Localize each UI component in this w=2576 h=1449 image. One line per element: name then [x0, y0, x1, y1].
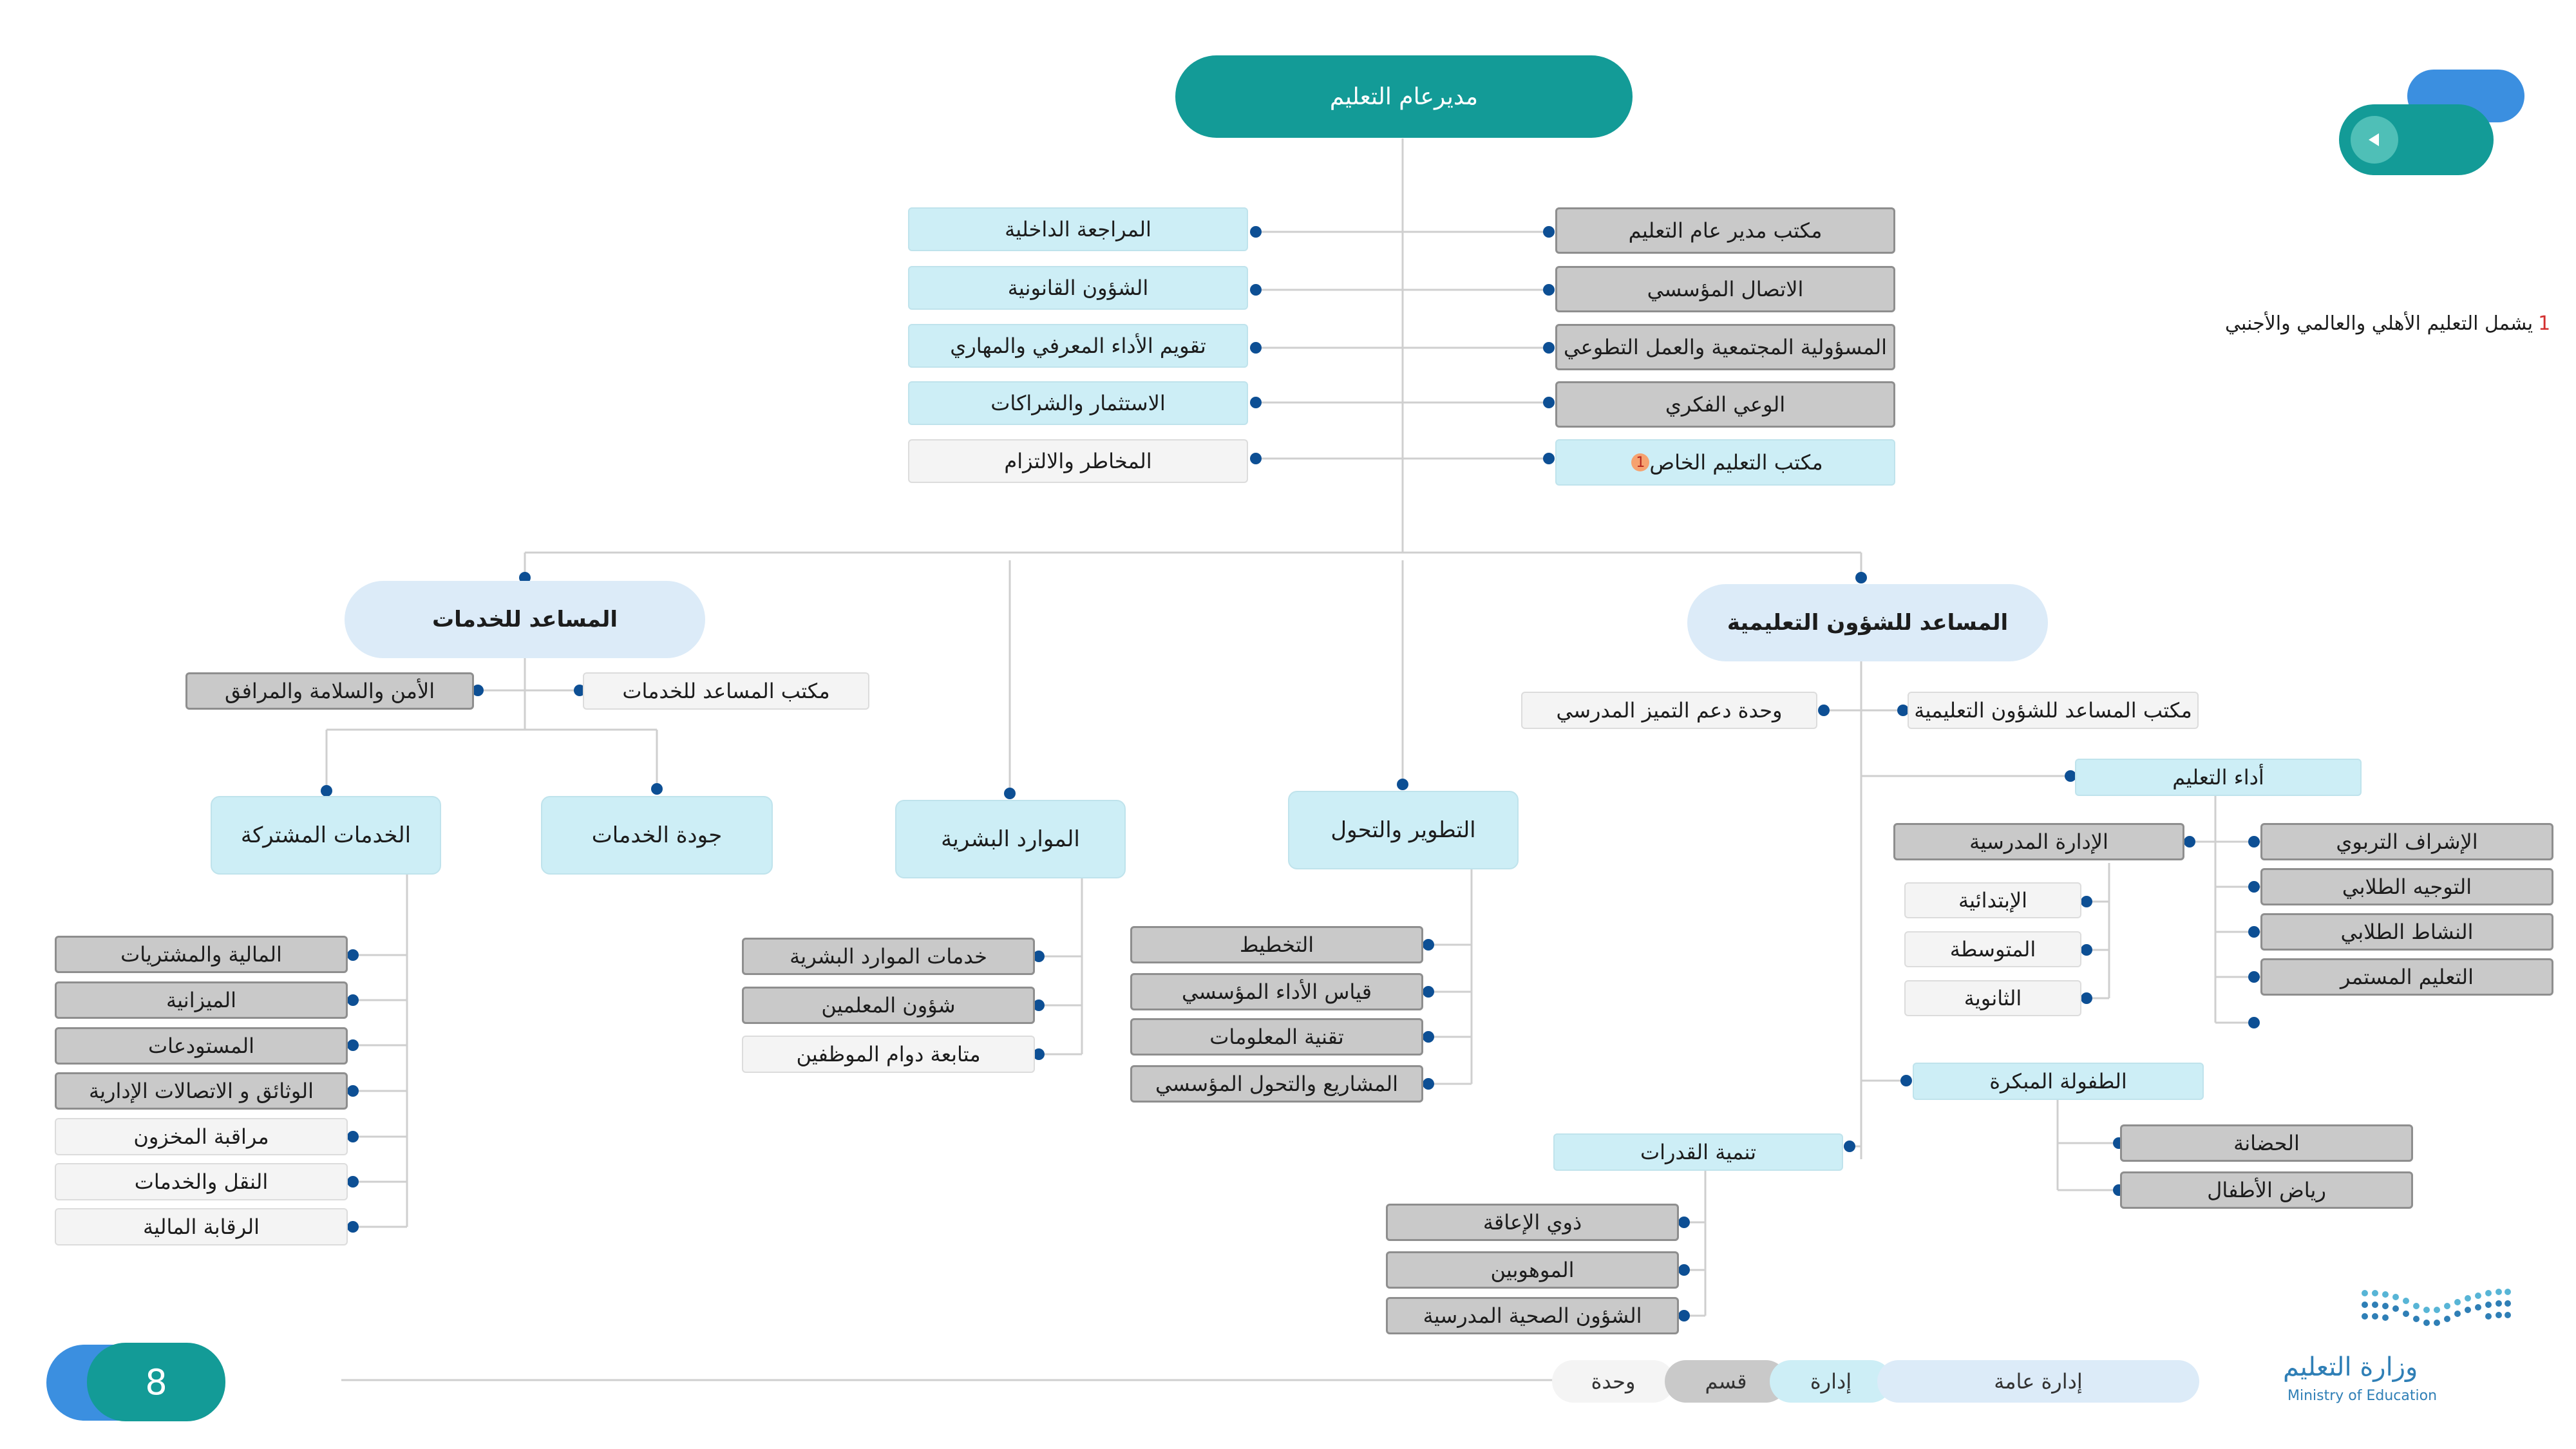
footnote-number: 1 — [2538, 312, 2551, 335]
page-number: 8 — [87, 1343, 225, 1421]
teachers-affairs-node[interactable]: شؤون المعلمين — [742, 987, 1035, 1024]
excellence-support-unit-node[interactable]: وحدة دعم التميز المدرسي — [1521, 692, 1817, 729]
school-health-node[interactable]: الشؤون الصحية المدرسية — [1386, 1297, 1679, 1334]
performance-evaluation-node[interactable]: تقويم الأداء المعرفي والمهاري — [908, 324, 1248, 368]
corporate-communication-node[interactable]: الاتصال المؤسسي — [1555, 266, 1895, 312]
continuing-education-node[interactable]: التعليم المستمر — [2260, 958, 2553, 996]
play-left-icon — [2369, 133, 2379, 146]
legend-department: إدارة — [1770, 1360, 1892, 1403]
back-button[interactable] — [2339, 104, 2494, 175]
financial-control-node[interactable]: الرقابة المالية — [55, 1208, 348, 1245]
inventory-control-node[interactable]: مراقبة المخزون — [55, 1118, 348, 1155]
educational-supervision-node[interactable]: الإشراف التربوي — [2260, 823, 2553, 860]
intellectual-awareness-node[interactable]: الوعي الفكري — [1555, 381, 1895, 428]
internal-audit-node[interactable]: المراجعة الداخلية — [908, 207, 1248, 251]
gifted-node[interactable]: الموهوبين — [1386, 1251, 1679, 1289]
school-administration-node[interactable]: الإدارة المدرسية — [1893, 823, 2184, 860]
development-transformation-node[interactable]: التطوير والتحول — [1288, 791, 1519, 869]
projects-transformation-node[interactable]: المشاريع والتحول المؤسسي — [1130, 1065, 1423, 1103]
attendance-followup-node[interactable]: متابعة دوام الموظفين — [742, 1036, 1035, 1073]
finance-procurement-node[interactable]: المالية والمشتريات — [55, 936, 348, 973]
education-performance-node[interactable]: أداء التعليم — [2075, 759, 2362, 796]
services-assistant-node[interactable]: المساعد للخدمات — [345, 581, 705, 658]
education-assistant-office-node[interactable]: مكتب المساعد للشؤون التعليمية — [1908, 692, 2199, 729]
nursery-node[interactable]: الحضانة — [2120, 1124, 2413, 1162]
private-education-label: مكتب التعليم الخاص — [1649, 450, 1823, 475]
shared-services-node[interactable]: الخدمات المشتركة — [211, 796, 441, 875]
footnote: 1يشمل التعليم الأهلي والعالمي والأجنبي — [2225, 312, 2550, 335]
student-guidance-node[interactable]: التوجيه الطلابي — [2260, 868, 2553, 905]
secondary-node[interactable]: الثانوية — [1904, 980, 2081, 1016]
service-quality-node[interactable]: جودة الخدمات — [541, 796, 773, 875]
budget-node[interactable]: الميزانية — [55, 981, 348, 1019]
capacity-building-node[interactable]: تنمية القدرات — [1553, 1133, 1843, 1171]
legal-affairs-node[interactable]: الشؤون القانونية — [908, 266, 1248, 310]
primary-node[interactable]: الإبتدائية — [1904, 882, 2081, 918]
general-director-node[interactable]: مديرعام التعليم — [1175, 55, 1633, 138]
student-activity-node[interactable]: النشاط الطلابي — [2260, 913, 2553, 951]
documents-communications-node[interactable]: الوثائق و الاتصالات الإدارية — [55, 1072, 348, 1110]
warehouses-node[interactable]: المستودعات — [55, 1027, 348, 1065]
planning-node[interactable]: التخطيط — [1130, 926, 1423, 963]
ministry-logo-icon — [2362, 1289, 2511, 1326]
services-assistant-office-node[interactable]: مكتب المساعد للخدمات — [583, 672, 869, 710]
risk-compliance-node[interactable]: المخاطر والالتزام — [908, 439, 1248, 483]
kindergarten-node[interactable]: رياض الأطفال — [2120, 1171, 2413, 1209]
legend-unit: وحدة — [1552, 1360, 1674, 1403]
information-technology-node[interactable]: تقنية المعلومات — [1130, 1018, 1423, 1056]
security-safety-node[interactable]: الأمن والسلامة والمرافق — [185, 672, 474, 710]
legend-section: قسم — [1665, 1360, 1787, 1403]
footnote-text: يشمل التعليم الأهلي والعالمي والأجنبي — [2225, 312, 2533, 335]
logo-english: Ministry of Education — [2287, 1388, 2438, 1404]
social-responsibility-node[interactable]: المسؤولية المجتمعية والعمل التطوعي — [1555, 324, 1895, 370]
footnote-badge: 1 — [1631, 453, 1650, 471]
disabilities-node[interactable]: ذوي الإعاقة — [1386, 1204, 1679, 1241]
hr-services-node[interactable]: خدمات الموارد البشرية — [742, 938, 1035, 975]
human-resources-node[interactable]: الموارد البشرية — [895, 800, 1126, 878]
director-office-node[interactable]: مكتب مدير عام التعليم — [1555, 207, 1895, 254]
investment-partnerships-node[interactable]: الاستثمار والشراكات — [908, 381, 1248, 425]
back-button-circle — [2351, 116, 2398, 164]
education-assistant-node[interactable]: المساعد للشؤون التعليمية — [1687, 584, 2048, 661]
performance-measurement-node[interactable]: قياس الأداء المؤسسي — [1130, 973, 1423, 1010]
transport-services-node[interactable]: النقل والخدمات — [55, 1163, 348, 1200]
logo-arabic: وزارة التعليم — [2283, 1352, 2418, 1382]
legend-general-department: إدارة عامة — [1877, 1360, 2199, 1403]
early-childhood-node[interactable]: الطفولة المبكرة — [1913, 1063, 2204, 1100]
intermediate-node[interactable]: المتوسطة — [1904, 931, 2081, 967]
